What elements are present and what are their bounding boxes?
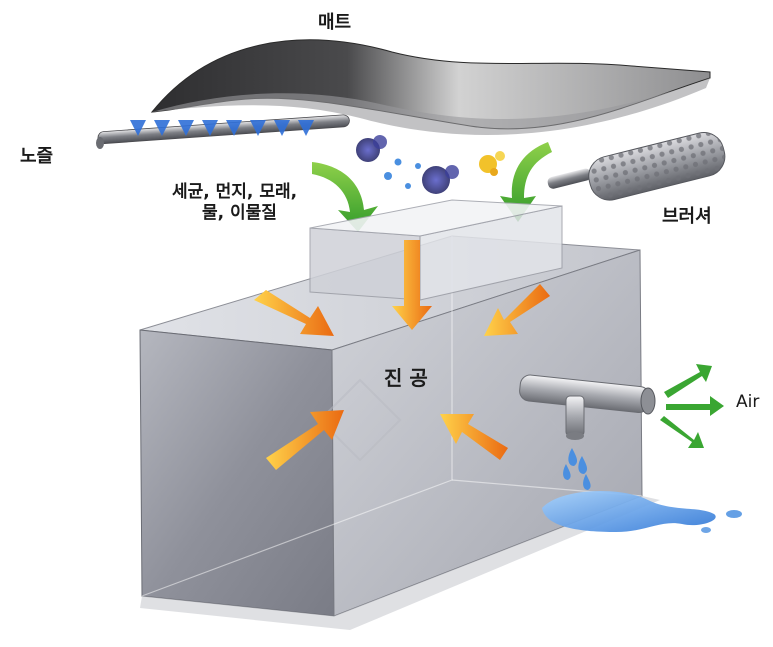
mat-label: 매트 — [318, 12, 352, 33]
air-outlet-pipe — [519, 374, 656, 440]
nozzle-bar — [96, 114, 350, 149]
vacuum-label: 진 공 — [384, 366, 428, 390]
green-intake-arrows — [312, 142, 552, 232]
contaminants-label-line1: 세균, 먼지, 모래, — [172, 182, 298, 202]
contaminants-label: 세균, 먼지, 모래, 물, 이물질 — [172, 182, 297, 225]
air-label: Air — [736, 392, 760, 412]
water-drain — [542, 448, 742, 533]
vacuum-suction-arrows — [254, 240, 550, 470]
nozzle-label: 노즐 — [20, 146, 54, 167]
brush-label: 브러셔 — [662, 206, 712, 227]
contaminant-particles — [356, 135, 505, 194]
mat-sheet — [150, 39, 711, 135]
contaminants-label-line2: 물, 이물질 — [202, 203, 277, 224]
spray-jets — [130, 120, 314, 136]
air-exhaust-arrows — [660, 364, 724, 448]
brush-roller — [547, 132, 726, 201]
